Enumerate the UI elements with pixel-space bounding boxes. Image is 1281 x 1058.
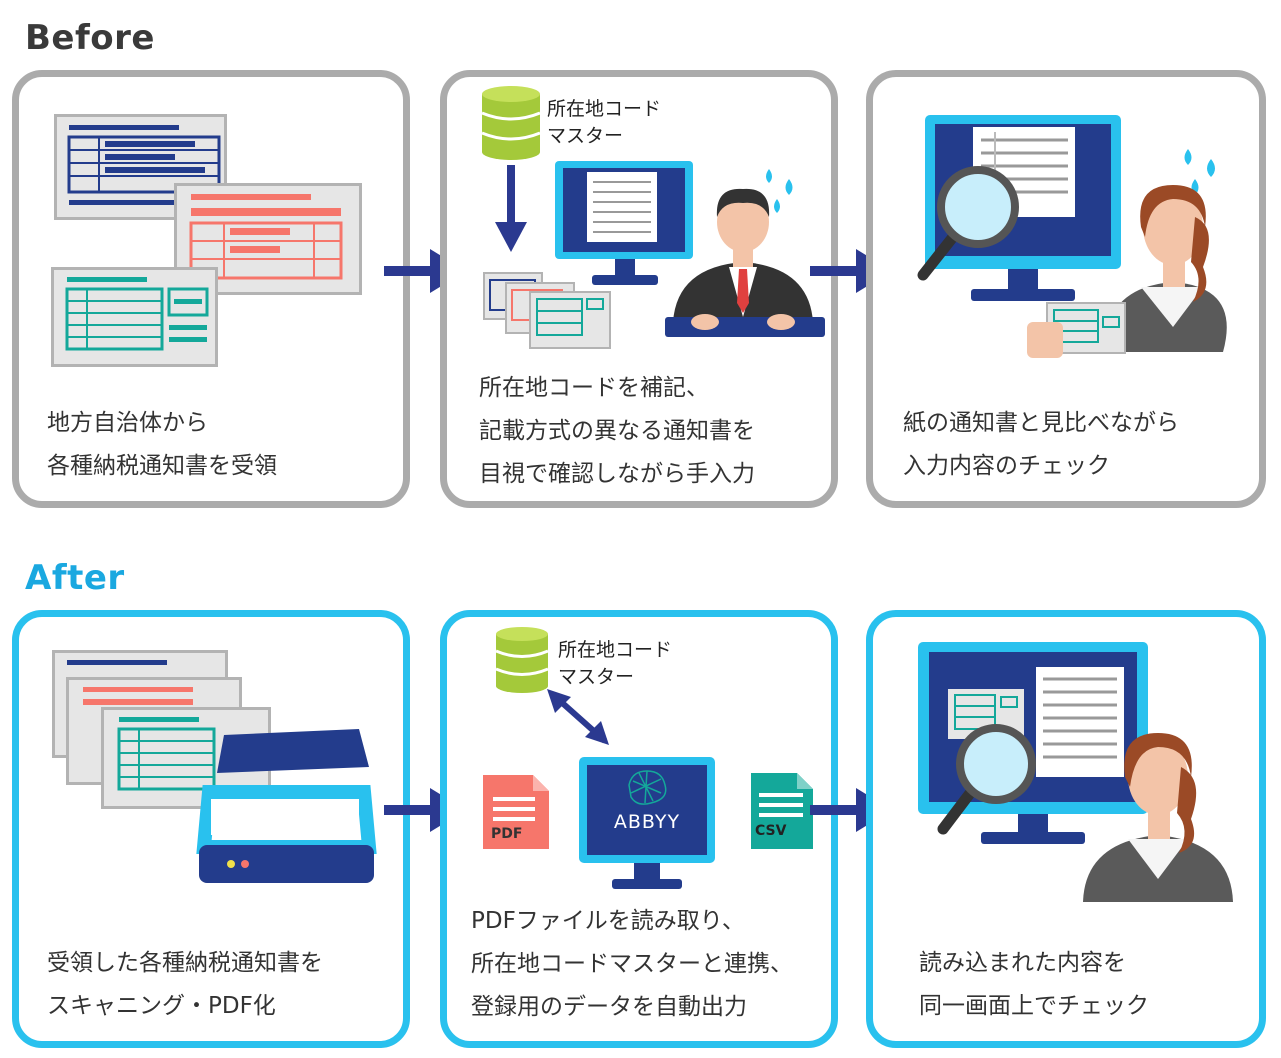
monitor-icon xyxy=(918,642,1148,844)
after-step-2-box: 所在地コード マスター PDF ABBYY CSV PDFファイルを読み取り、 … xyxy=(440,610,838,1048)
before-step-1-box: 地方自治体から 各種納税通知書を受領 xyxy=(12,70,410,508)
document-stack-icon xyxy=(483,272,611,349)
woman-icon xyxy=(1083,733,1233,902)
before-step-3-illustration xyxy=(917,115,1227,358)
before-step-1-caption-line-2: 各種納税通知書を受領 xyxy=(47,453,277,479)
pdf-file-icon xyxy=(483,775,549,849)
document-stack-icon xyxy=(52,650,271,809)
before-step-2-illustration xyxy=(481,86,825,349)
monitor-icon xyxy=(555,161,693,285)
after-step-1-caption-line-1: 受領した各種納税通知書を xyxy=(47,950,323,976)
after-step-3-caption-line-2: 同一画面上でチェック xyxy=(919,993,1149,1019)
after-step-1-box: 受領した各種納税通知書を スキャニング・PDF化 xyxy=(12,610,410,1048)
before-step-3-caption-line-2: 入力内容のチェック xyxy=(903,453,1110,479)
after-step-1-caption-line-2: スキャニング・PDF化 xyxy=(47,993,276,1019)
database-icon xyxy=(481,86,541,160)
before-master-label-line-1: 所在地コード xyxy=(547,98,662,120)
before-step-3-caption-line-1: 紙の通知書と見比べながら xyxy=(903,410,1179,436)
after-step-2-illustration xyxy=(483,627,813,889)
after-master-label-line-2: マスター xyxy=(558,666,635,688)
after-step-3-caption-line-1: 読み込まれた内容を xyxy=(919,950,1126,976)
sweat-drops-icon xyxy=(766,169,793,213)
csv-label: CSV xyxy=(755,823,787,839)
magnifier-icon xyxy=(917,166,1019,281)
before-title: Before xyxy=(25,18,155,58)
abbyy-brain-icon xyxy=(628,770,667,805)
before-step-2-caption-line-1: 所在地コードを補記、 xyxy=(479,375,709,401)
after-step-2-caption-line-2: 所在地コードマスターと連携、 xyxy=(471,951,793,977)
after-title: After xyxy=(25,558,125,598)
before-step-1-caption-line-1: 地方自治体から xyxy=(47,410,208,436)
after-step-3-illustration xyxy=(918,642,1233,902)
after-master-label-line-1: 所在地コード xyxy=(558,639,673,661)
document-stack-icon xyxy=(1027,302,1126,358)
woman-icon xyxy=(1103,185,1227,352)
pdf-label: PDF xyxy=(491,826,523,842)
before-master-label-line-2: マスター xyxy=(547,125,624,147)
database-icon xyxy=(495,627,549,693)
before-step-2-box: 所在地コード マスター 所在地コードを補記、 記載方式の異なる通知書を 目視で確… xyxy=(440,70,838,508)
before-step-2-caption-line-3: 目視で確認しながら手入力 xyxy=(479,461,755,487)
magnifier-icon xyxy=(937,724,1036,835)
businessman-icon xyxy=(665,188,825,337)
before-step-2-caption-line-2: 記載方式の異なる通知書を xyxy=(479,418,755,444)
after-step-2-caption-line-1: PDFファイルを読み取り、 xyxy=(471,908,745,934)
abbyy-logo: ABBYY xyxy=(613,811,681,833)
document-stack-icon xyxy=(51,114,362,367)
csv-file-icon xyxy=(751,773,813,849)
after-step-1-illustration xyxy=(52,650,377,883)
scanner-icon xyxy=(196,729,377,883)
before-step-3-box: 紙の通知書と見比べながら 入力内容のチェック xyxy=(866,70,1266,508)
after-step-2-caption-line-3: 登録用のデータを自動出力 xyxy=(471,994,747,1020)
after-step-3-box: 読み込まれた内容を 同一画面上でチェック xyxy=(866,610,1266,1048)
